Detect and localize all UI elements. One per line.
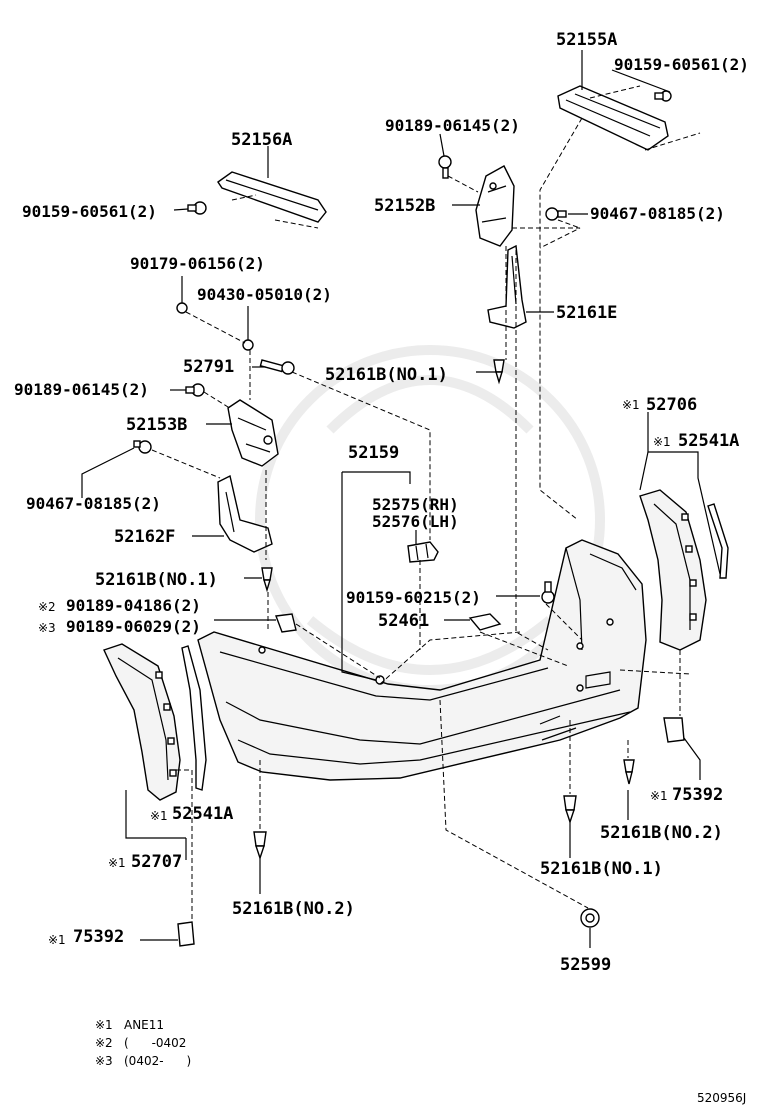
bolt-90159-60561-top [654,90,672,102]
bolt-90189-06145-left [185,383,205,397]
part-52156a-bracket [217,171,327,229]
dashed-reference-lines [176,117,691,920]
label-52153b: 52153B [126,415,187,435]
label-52161b-no2-left: 52161B(NO.2) [232,899,355,919]
mark-52706: ※1 [622,398,640,412]
footnote-text-2: ( -0402 [124,1036,186,1050]
clip-52161b-no1-bottom [563,795,577,825]
label-52155a: 52155A [556,30,617,50]
mark-75392-right: ※1 [650,789,668,803]
mark-75392-left: ※1 [48,933,66,947]
label-90467-08185-left: 90467-08185(2) [26,494,161,513]
diagram-id: 520956J [697,1091,746,1105]
footnotes: ※1 ANE11 ※2 ( -0402 ※3 (0402- ) [95,1018,191,1068]
clip-75392-left [177,921,195,947]
part-52152b-bracket [475,165,515,247]
label-90430-05010: 90430-05010(2) [197,285,332,304]
part-52162f-bracket [217,474,273,553]
bumper-cover-52159 [197,539,647,781]
label-52575-rh: 52575(RH) [372,495,459,514]
label-75392-right: 75392 [672,785,723,805]
bolt-90179-06156 [176,302,188,314]
bolt-90467-08185-left [133,440,152,454]
label-52161b-no2-right: 52161B(NO.2) [600,823,723,843]
strip-52541a-left [181,645,207,791]
bolt-90159-60561-left [187,201,207,215]
plug-52599 [580,908,600,928]
label-90189-06145-top: 90189-06145(2) [385,116,520,135]
mark-52707: ※1 [108,856,126,870]
part-52153b-bracket [227,399,279,467]
leader-lines [81,50,721,948]
label-52159: 52159 [348,443,399,463]
clip-52161b-no1-left [261,567,273,593]
mark-52541a-right: ※1 [653,435,671,449]
footnote-mark-3: ※3 [95,1054,113,1068]
label-52707: 52707 [131,852,182,872]
screw-52791 [259,359,295,375]
label-90189-06145-left: 90189-06145(2) [14,380,149,399]
label-75392-left: 75392 [73,927,124,947]
label-52152b: 52152B [374,196,435,216]
label-90159-60561-left: 90159-60561(2) [22,202,157,221]
label-90159-60215: 90159-60215(2) [346,588,481,607]
label-52161b-no1-bottom: 52161B(NO.1) [540,859,663,879]
strip-52541a-right [707,503,729,579]
label-52541a-right: 52541A [678,431,739,451]
label-52576-lh: 52576(LH) [372,512,459,531]
extension-52707-left [103,643,181,801]
label-52706: 52706 [646,395,697,415]
label-52461: 52461 [378,611,429,631]
clip-75392-right [663,717,685,743]
label-52599: 52599 [560,955,611,975]
label-52541a-left: 52541A [172,804,233,824]
pad-52461 [468,613,502,631]
bolt-90159-60215 [541,581,555,604]
label-90467-08185-top: 90467-08185(2) [590,204,725,223]
label-52156a: 52156A [231,130,292,150]
label-52791: 52791 [183,357,234,377]
label-52161b-no1-left: 52161B(NO.1) [95,570,218,590]
label-90189-06029: 90189-06029(2) [66,617,201,636]
nut-90430-05010 [242,339,254,351]
label-52161e: 52161E [556,303,617,323]
mark-90189-06029: ※3 [38,621,56,635]
label-90159-60561-top: 90159-60561(2) [614,55,749,74]
retainer-52575-52576 [407,541,439,563]
extension-52706-right [639,489,707,651]
bolt-90467-08185-top [545,207,567,221]
part-52155a-bracket [557,85,701,151]
footnote-mark-1: ※1 [95,1018,113,1032]
label-90189-04186: 90189-04186(2) [66,596,201,615]
footnote-mark-2: ※2 [95,1036,113,1050]
bolt-90189-06145-top [438,155,452,179]
footnote-text-1: ANE11 [124,1018,164,1032]
clip-52161b-no2-right [623,759,635,785]
part-52161e-bracket [487,244,527,329]
label-52162f: 52162F [114,527,175,547]
mark-52541a-left: ※1 [150,809,168,823]
screw-90189-04186 [275,613,297,633]
part-labels: 52155A 90159-60561(2) 90189-06145(2) 521… [14,30,749,975]
label-90179-06156: 90179-06156(2) [130,254,265,273]
footnote-text-3: (0402- ) [124,1054,191,1068]
clip-52161b-no1-top [493,359,505,385]
clip-52161b-no2-left [253,831,267,861]
label-52161b-no1-top: 52161B(NO.1) [325,365,448,385]
mark-90189-04186: ※2 [38,600,56,614]
